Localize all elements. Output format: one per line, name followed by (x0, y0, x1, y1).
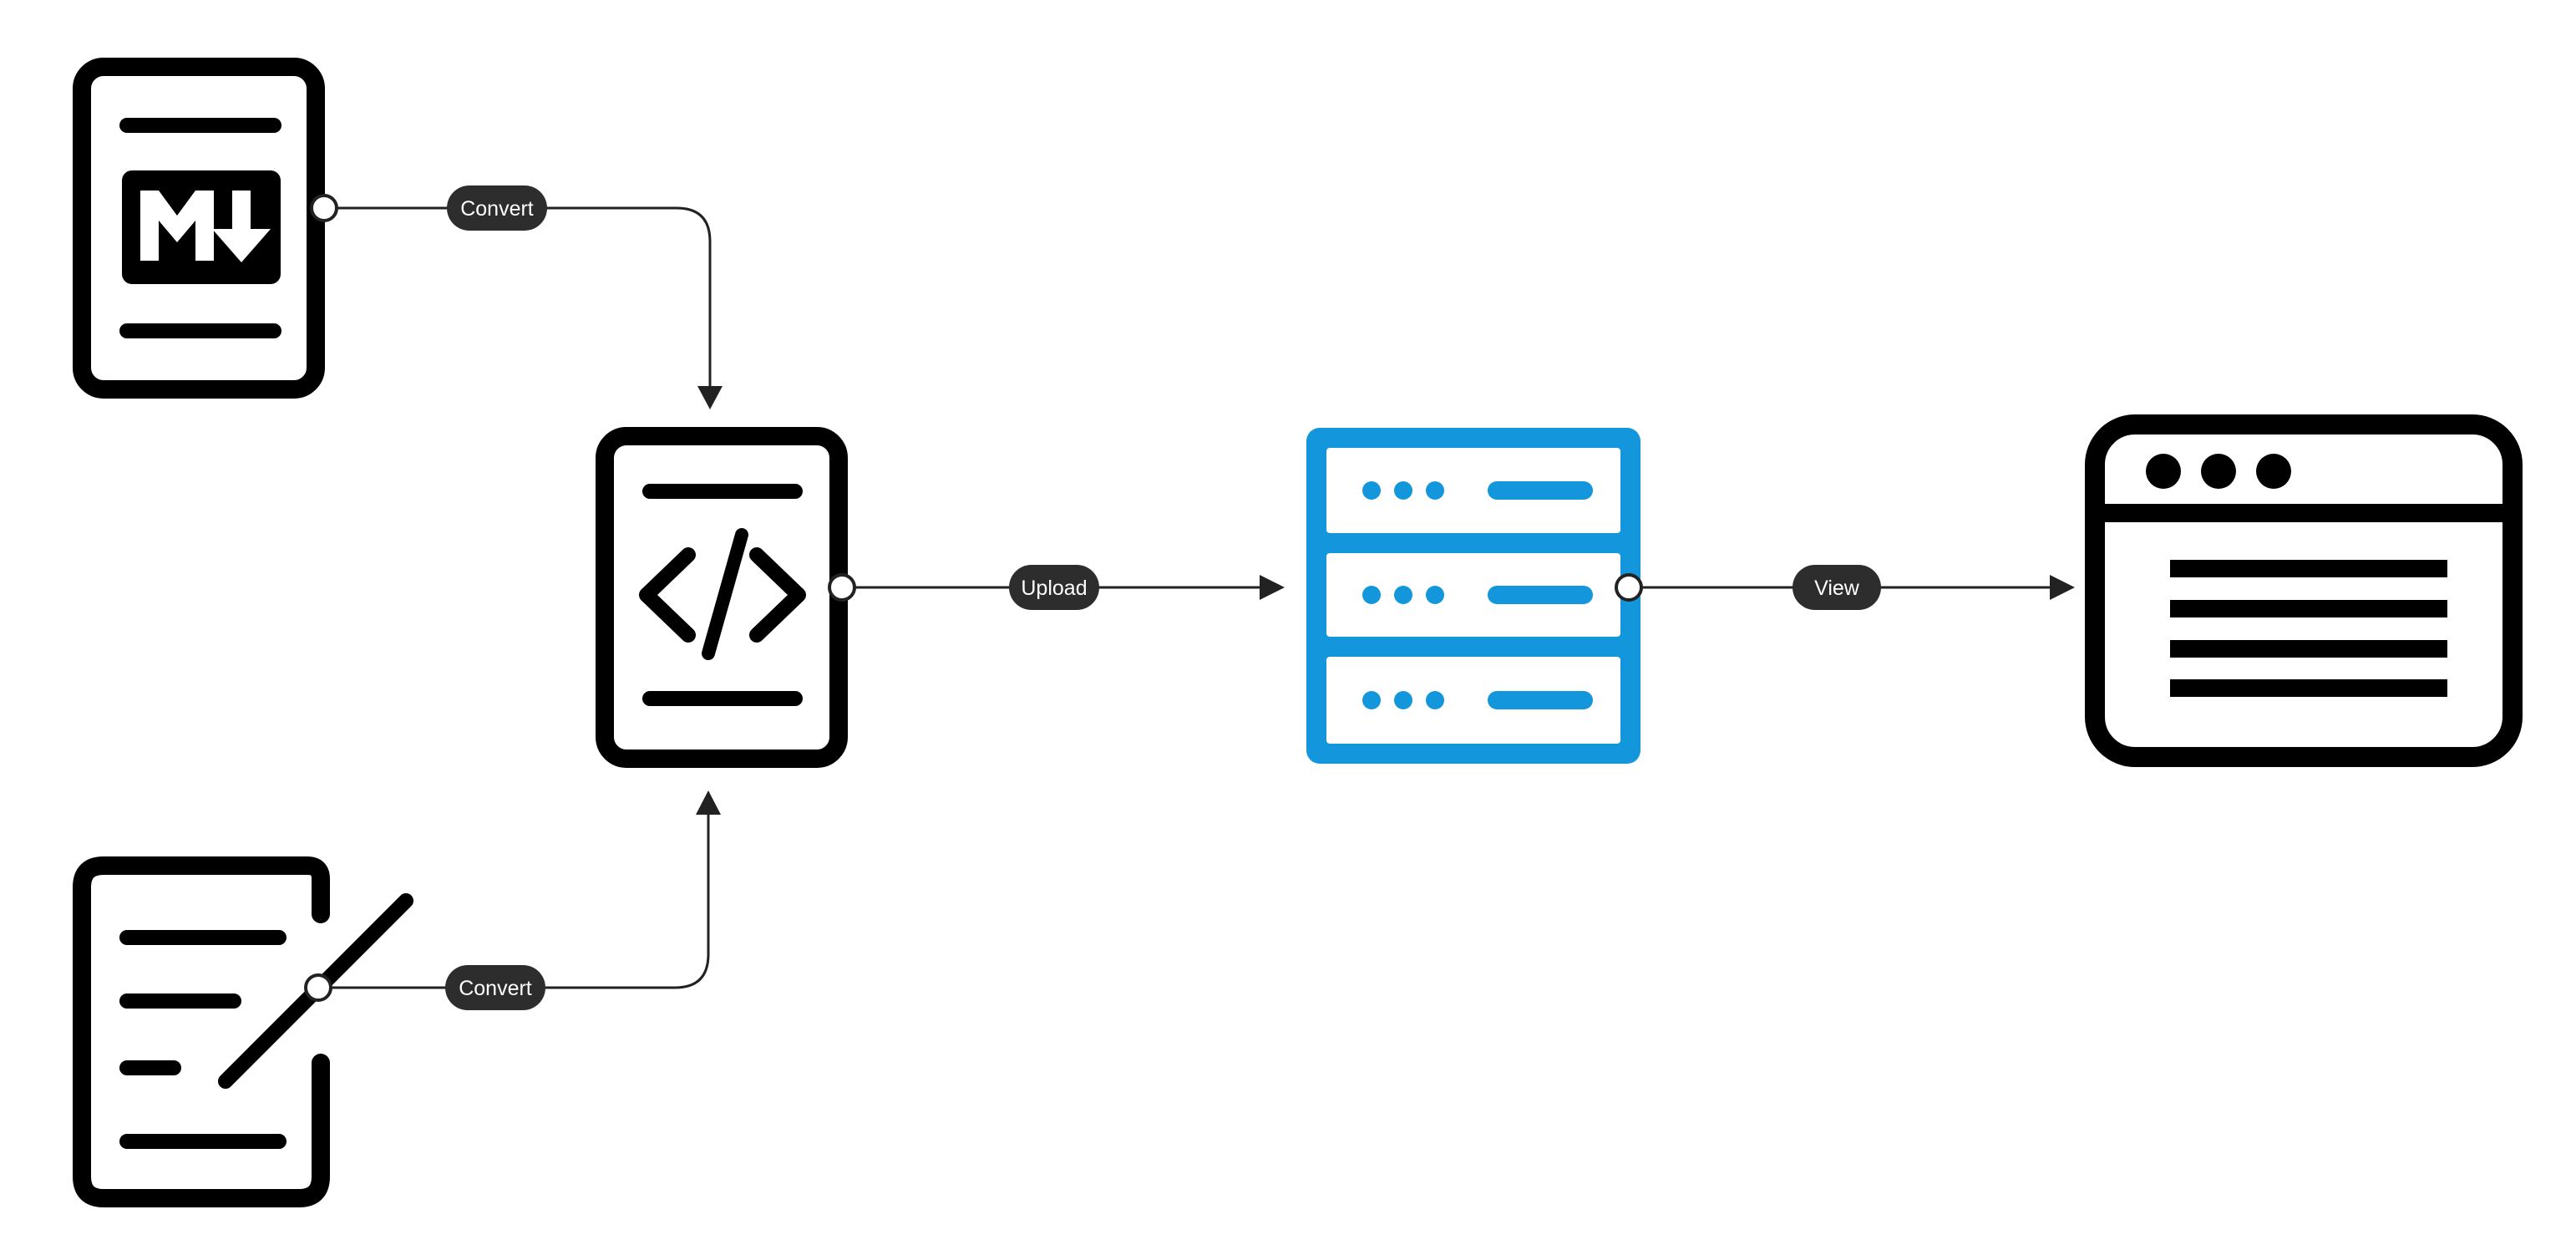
edit-document-icon (73, 856, 413, 1207)
connection-port[interactable] (828, 573, 856, 602)
edge-label-upload: Upload (1009, 565, 1099, 610)
connection-port[interactable] (310, 194, 338, 222)
node-browser[interactable] (2085, 414, 2523, 767)
connector-markdown-to-html (324, 206, 712, 389)
edge-label-text: Upload (1021, 577, 1087, 600)
node-markdown-file[interactable] (73, 58, 338, 399)
markdown-m-glyph (140, 191, 214, 261)
edge-label-convert-text: Convert (445, 965, 545, 1010)
edge-label-convert-markdown: Convert (447, 185, 547, 231)
markdown-document-icon (73, 58, 325, 399)
arrowhead-server-to-browser (2050, 575, 2075, 600)
connection-port[interactable] (1615, 573, 1643, 602)
connector-text-to-html (322, 812, 710, 989)
arrowhead-markdown-to-html (697, 386, 723, 409)
node-server[interactable] (1306, 428, 1643, 764)
edge-label-text: Convert (460, 197, 534, 221)
node-html-file[interactable] (596, 427, 856, 768)
markdown-arrow-glyph (212, 191, 271, 262)
connection-port[interactable] (304, 973, 332, 1002)
code-bracket-left (639, 547, 696, 643)
code-slash (702, 528, 748, 660)
code-bracket-right (749, 547, 806, 643)
edge-label-text: View (1814, 577, 1860, 600)
node-text-file[interactable] (73, 856, 413, 1207)
browser-window-icon (2085, 414, 2523, 767)
edge-label-text: Convert (459, 977, 532, 1000)
edge-label-view: View (1793, 565, 1881, 610)
server-icon (1306, 428, 1640, 764)
arrowhead-html-to-server (1260, 575, 1285, 600)
code-document-icon (596, 427, 848, 768)
arrowhead-text-to-html (696, 790, 721, 815)
